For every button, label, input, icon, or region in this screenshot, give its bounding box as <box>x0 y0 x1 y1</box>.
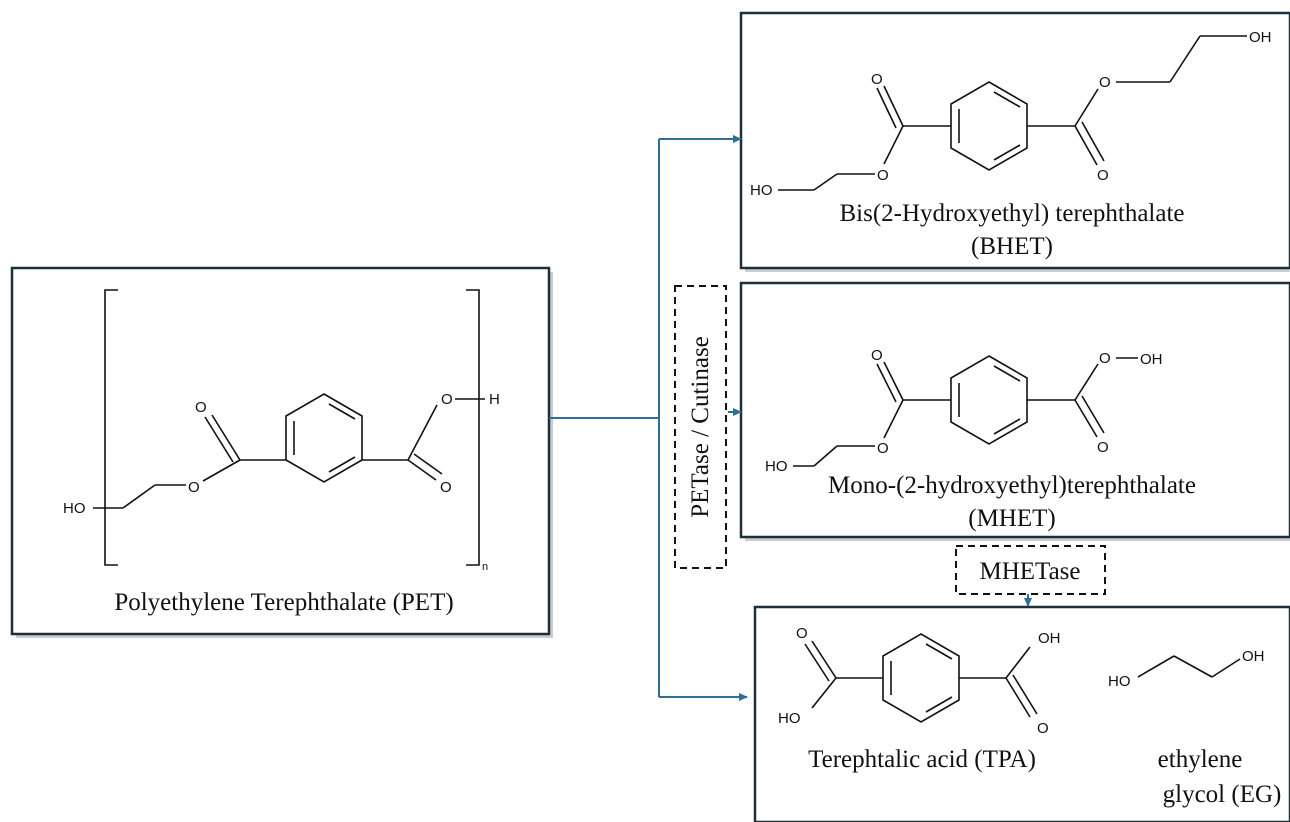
eg-caption: ethylene <box>1158 746 1243 773</box>
oxygen-label: O <box>1099 74 1111 91</box>
mhetase-label: MHETase <box>955 545 1106 595</box>
hydrogen-label: H <box>489 391 500 408</box>
bhet-box <box>739 11 1290 270</box>
oxygen-label: O <box>871 71 883 88</box>
mhet-structure: O O HO O O OH <box>765 347 1163 475</box>
oxygen-label: O <box>440 479 452 496</box>
oxygen-label: O <box>1097 439 1109 456</box>
hydroxyl-label: OH <box>1242 648 1265 665</box>
oxygen-label: O <box>441 391 453 408</box>
mhet-panel: O O HO O O OH Mono-(2-hydroxyethyl)terep… <box>739 281 1290 541</box>
products-box <box>753 605 1290 822</box>
hydroxyl-label: OH <box>1140 351 1163 368</box>
tpa-caption: Terephtalic acid (TPA) <box>808 746 1036 773</box>
oxygen-label: O <box>877 167 889 184</box>
products-panel: O HO O OH HO OH Terephtalic acid (TPA) e… <box>753 605 1290 822</box>
petase-label: PETase / Cutinase <box>674 285 727 569</box>
hydroxyl-label: OH <box>1249 29 1272 46</box>
hydroxyl-label: HO <box>750 182 773 199</box>
oxygen-label: O <box>1099 350 1111 367</box>
bhet-caption: Bis(2-Hydroxyethyl) terephthalate <box>839 200 1184 227</box>
pet-caption: Polyethylene Terephthalate (PET) <box>114 589 453 616</box>
oxygen-label: O <box>1037 720 1049 737</box>
pet-box <box>10 266 551 636</box>
hydroxyl-label: HO <box>765 458 788 475</box>
oxygen-label: O <box>877 440 889 457</box>
bhet-structure: O O HO O O OH <box>750 29 1272 199</box>
tpa-structure: O HO O OH <box>778 625 1061 737</box>
hydroxyl-label: HO <box>63 500 86 517</box>
eg-caption-line2: glycol (EG) <box>1163 781 1282 808</box>
bhet-panel: O O HO O O OH Bis(2-Hydroxyethyl) tereph… <box>739 11 1290 272</box>
oxygen-label: O <box>796 625 808 642</box>
reaction-arrows <box>549 135 1032 701</box>
mhet-box <box>739 281 1290 539</box>
mhetase-text: MHETase <box>979 558 1080 585</box>
oxygen-label: O <box>188 479 200 496</box>
oxygen-label: O <box>195 399 207 416</box>
oxygen-label: O <box>871 347 883 364</box>
pet-structure: n O O HO O O H <box>63 289 500 573</box>
repeat-index: n <box>482 561 488 573</box>
eg-structure: HO OH <box>1108 648 1265 690</box>
oxygen-label: O <box>1097 167 1109 184</box>
hydroxyl-label: HO <box>778 710 801 727</box>
hydroxyl-label: HO <box>1108 673 1131 690</box>
petase-cutinase-text: PETase / Cutinase <box>687 336 714 518</box>
mhet-caption-abbr: (MHET) <box>968 505 1055 532</box>
hydroxyl-label: OH <box>1038 630 1061 647</box>
bhet-caption-abbr: (BHET) <box>971 233 1053 260</box>
mhet-caption: Mono-(2-hydroxyethyl)terephthalate <box>828 472 1196 499</box>
pet-panel: n O O HO O O H Polyeth <box>10 266 553 638</box>
